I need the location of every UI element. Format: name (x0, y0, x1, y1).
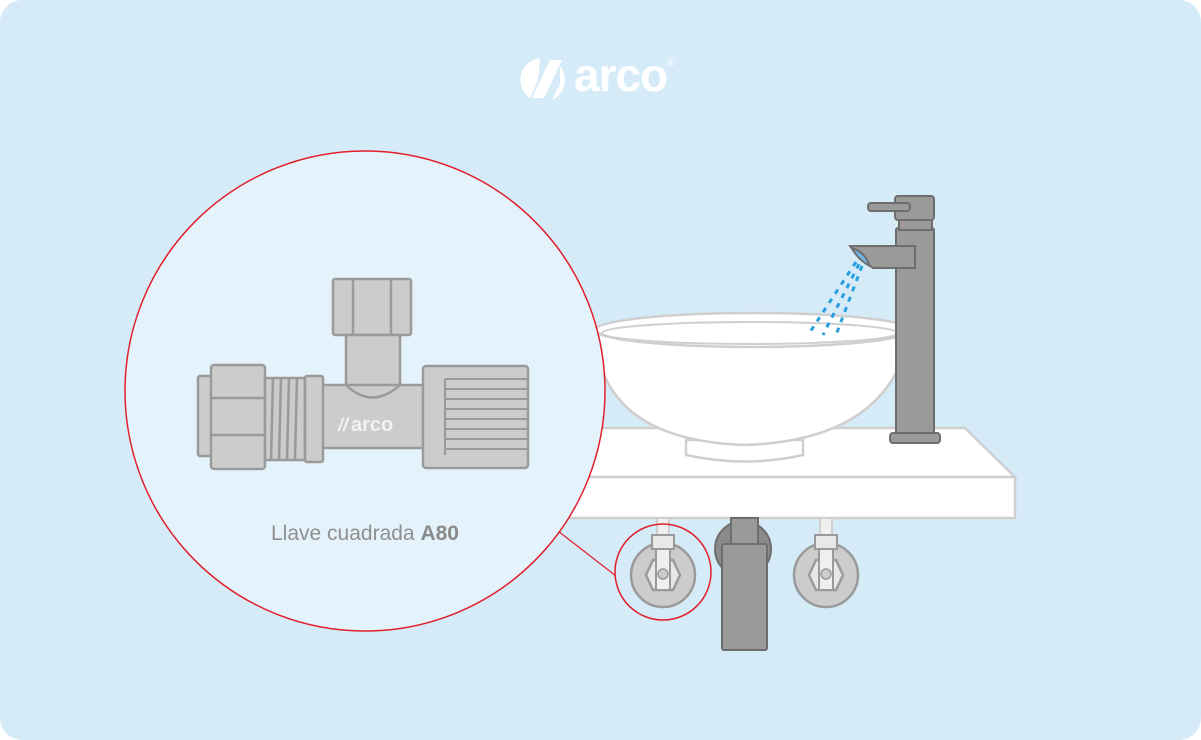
drain-pipe (714, 517, 772, 651)
faucet-handle (867, 202, 911, 212)
arco-logo-mark (520, 58, 565, 100)
faucet (848, 195, 941, 444)
valve-highlight-ring (614, 523, 712, 621)
brand-logo: arco ® (518, 52, 675, 98)
valve-brand-logo: // arco (338, 414, 393, 437)
registered-mark: ® (667, 58, 675, 69)
angle-valve-a80-detail (196, 277, 530, 471)
caption-model: A80 (420, 522, 459, 545)
cold-water-valve (629, 517, 697, 609)
hot-water-valve (792, 517, 860, 609)
brand-name: arco (574, 49, 668, 101)
water-stream (806, 261, 864, 336)
caption-prefix: Llave cuadrada (271, 522, 421, 545)
vessel-sink-bowl (593, 311, 913, 463)
valve-brand-name: arco (351, 414, 394, 436)
product-caption: Llave cuadrada A80 (125, 522, 605, 546)
valve-logo-mark-icon: // (338, 415, 349, 435)
